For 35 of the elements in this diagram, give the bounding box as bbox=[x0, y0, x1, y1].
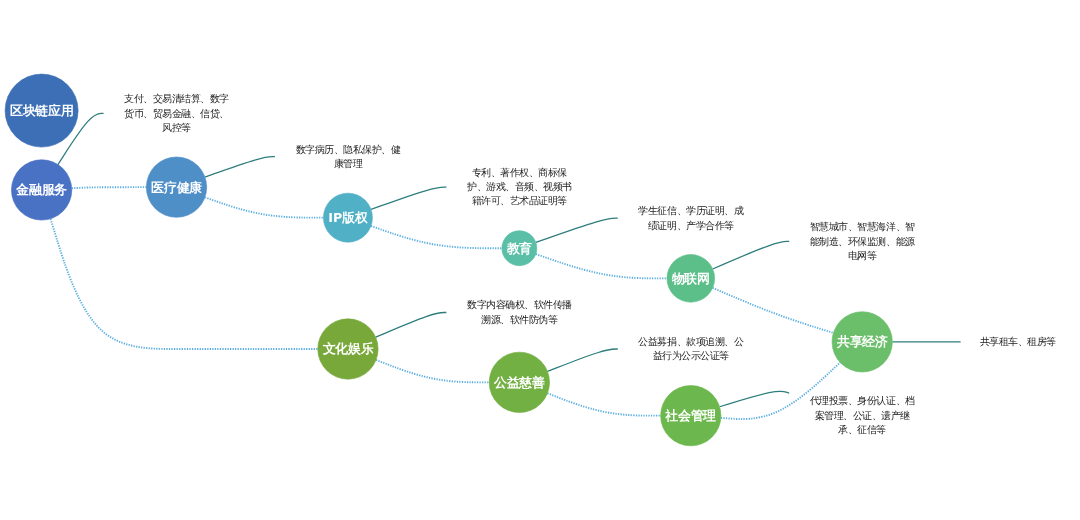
connector bbox=[57, 112, 105, 165]
node-circle: 公益慈善 bbox=[488, 351, 550, 413]
node-circle: 社会管理 bbox=[660, 384, 722, 446]
node-circle: 文化娱乐 bbox=[317, 318, 379, 380]
connector bbox=[204, 195, 325, 219]
node-circle: IP版权 bbox=[323, 192, 373, 243]
node-circle: 共享经济 bbox=[831, 311, 893, 372]
node-circle: 物联网 bbox=[666, 253, 715, 303]
connector bbox=[204, 155, 276, 178]
connector bbox=[370, 224, 503, 249]
connector bbox=[712, 240, 790, 270]
connector bbox=[546, 348, 619, 372]
node-circle: 教育 bbox=[501, 230, 538, 266]
node-text: 数字内容确权、软件传播溯源、软件防伪等 bbox=[466, 299, 572, 325]
connector bbox=[535, 217, 619, 243]
node-text: 智慧城市、智慧海洋、智能制造、环保监测、能源电网等 bbox=[809, 220, 915, 261]
connector bbox=[719, 361, 842, 420]
connector bbox=[891, 340, 962, 343]
connector bbox=[718, 390, 790, 407]
node-circle: 区块链应用 bbox=[4, 73, 79, 148]
node-text: 数字病历、隐私保护、健康管理 bbox=[295, 143, 401, 170]
connector bbox=[375, 358, 491, 383]
connector bbox=[534, 252, 668, 279]
connector bbox=[375, 311, 447, 338]
node-text: 学生征信、学历证明、成绩证明、产学合作等 bbox=[638, 204, 744, 231]
connector bbox=[370, 186, 447, 210]
node-circle: 金融服务 bbox=[11, 159, 73, 221]
node-text: 公益募捐、款项追溯、公益行为公示公证等 bbox=[638, 335, 744, 362]
node-text: 代理投票、身份认证、档案管理、公证、遗产继承、征信等 bbox=[809, 395, 915, 436]
connector bbox=[546, 391, 662, 417]
connector bbox=[711, 286, 835, 334]
node-text: 共享租车、租房等 bbox=[979, 335, 1056, 348]
node-text: 专利、著作权、商标保护、游戏、音频、视频书籍许可、艺术品证明等 bbox=[466, 166, 572, 207]
node-text: 支付、交易清结算、数字货币、贸易金融、信贷、风控等 bbox=[124, 92, 229, 133]
node-circle: 医疗健康 bbox=[146, 156, 207, 218]
